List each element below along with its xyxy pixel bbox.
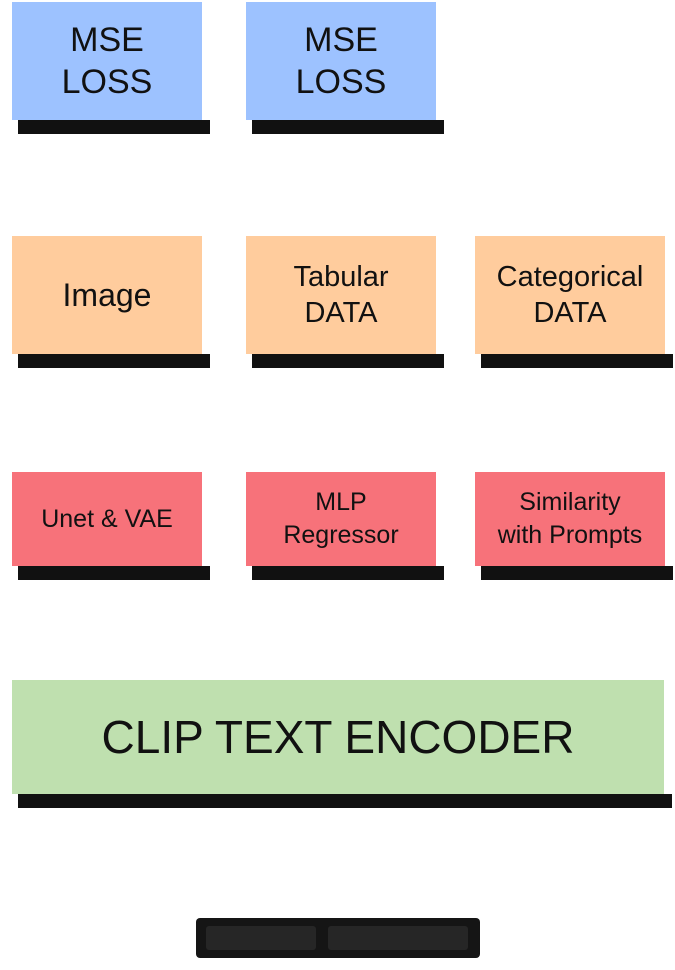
- mlp-regressor-label: MLP Regressor: [283, 488, 399, 549]
- similarity-prompts-box: Similarity with Prompts: [475, 472, 673, 580]
- similarity-prompts-label: Similarity with Prompts: [497, 488, 643, 549]
- obscured-footer-caption: [196, 918, 480, 958]
- mlp-regressor-box: MLP Regressor: [246, 472, 444, 580]
- mse-loss-label-2: MSE LOSS: [295, 21, 387, 101]
- image-input-label: Image: [62, 277, 152, 313]
- clip-text-encoder-box: CLIP TEXT ENCODER: [12, 680, 672, 808]
- mse-loss-box-2: MSE LOSS: [246, 2, 444, 134]
- mse-loss-box-1: MSE LOSS: [12, 2, 210, 134]
- tabular-data-box: Tabular DATA: [246, 236, 444, 368]
- mse-loss-label-1: MSE LOSS: [61, 21, 153, 101]
- clip-text-encoder-label: CLIP TEXT ENCODER: [101, 711, 575, 763]
- unet-vae-label: Unet & VAE: [41, 504, 173, 533]
- tabular-data-label: Tabular DATA: [293, 261, 389, 329]
- unet-vae-box: Unet & VAE: [12, 472, 210, 580]
- categorical-data-box: Categorical DATA: [475, 236, 673, 368]
- image-input-box: Image: [12, 236, 210, 368]
- categorical-data-label: Categorical DATA: [496, 261, 644, 329]
